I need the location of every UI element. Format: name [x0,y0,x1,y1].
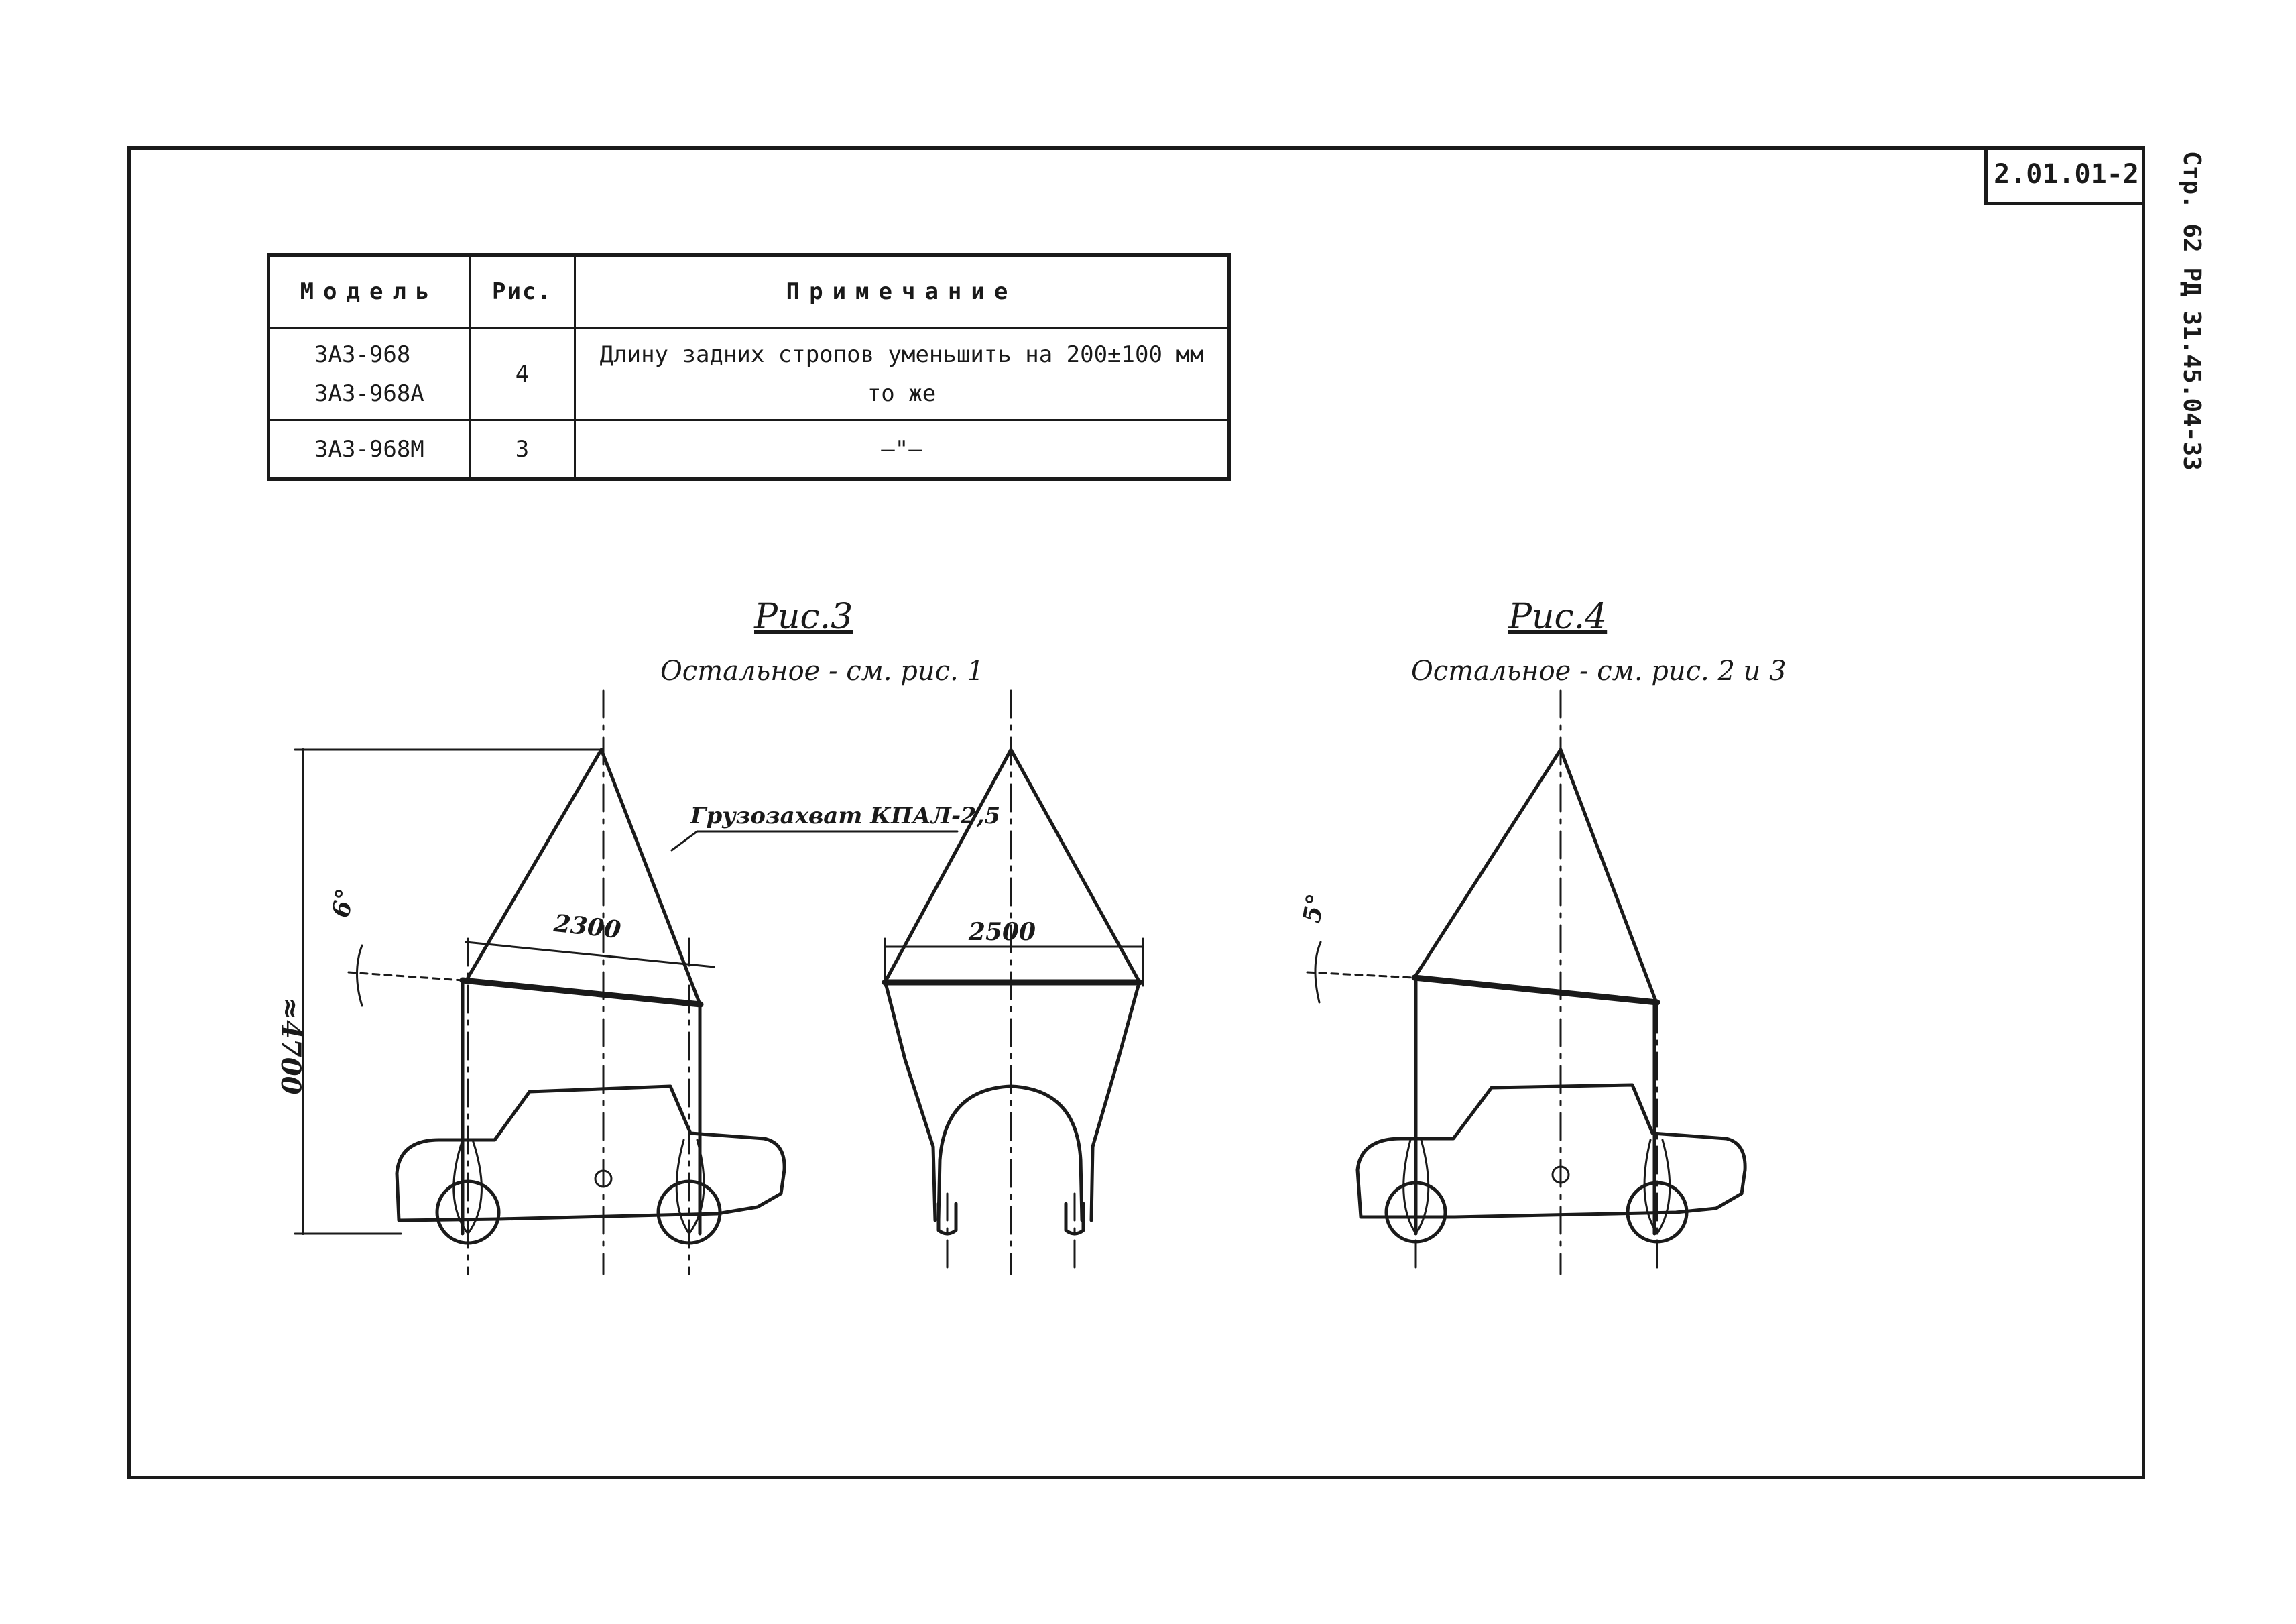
width-rear-label: 2500 [968,918,1036,946]
angle-arc [1314,941,1322,1004]
row-model-cell: ЗАЗ-968 ЗАЗ-968А [267,327,471,421]
leader-label: Грузозахват КПАЛ-2,5 [690,803,1000,829]
sling [884,984,937,1222]
wheel [1626,1181,1689,1244]
fig4-title: Рис.4 [1508,597,1608,637]
car-body [395,1084,786,1222]
sling [1089,984,1140,1222]
row-model-1: ЗАЗ-968 [314,341,411,368]
page-side-label: Стр. 62 РД 31.45.04-33 [2178,151,2206,471]
row-note-1: Длину задних стропов уменьшить на 200±10… [599,341,1204,368]
angle-ref [1306,971,1416,979]
header-fig: Рис. [469,254,576,329]
width-side-label: 2300 [552,909,622,944]
angle-label: 5° [1298,892,1331,925]
row-note-2: то же [867,380,936,407]
wheel-strap [1643,1139,1671,1235]
row-note: –"– [574,419,1230,480]
row-model-2: ЗАЗ-968А [314,380,424,407]
spreader-beam [459,977,704,1008]
row-model: ЗАЗ-968М [267,419,471,480]
car-rear [936,1084,1084,1222]
models-table: Модель Рис. Примечание ЗАЗ-968 ЗАЗ-968А … [267,253,1231,481]
wheel [1384,1181,1447,1244]
center-mark [1551,1165,1570,1184]
fig3-side-view [294,689,959,1275]
angle-arc [356,944,363,1007]
row-note-cell: Длину задних стропов уменьшить на 200±10… [574,327,1230,421]
header-model: Модель [267,254,471,329]
drawing-frame [127,146,2145,1479]
angle-ref [347,971,464,982]
fig3-rear-view [882,689,1144,1275]
table-row: ЗАЗ-968 ЗАЗ-968А 4 Длину задних стропов … [267,327,1230,421]
wheel-strap [452,1139,483,1235]
car-body [1355,1083,1747,1219]
row-fig: 3 [469,419,576,480]
table-row: ЗАЗ-968М 3 –"– [267,419,1230,480]
table-header-row: Модель Рис. Примечание [267,254,1230,329]
spreader-beam [1411,974,1660,1006]
row-fig: 4 [469,327,576,421]
fig3-title: Рис.3 [754,597,853,637]
sheet-stamp: 2.01.01-2 [1984,146,2145,205]
fig4-subtitle: Остальное - см. рис. 2 и 3 [1411,656,1787,687]
header-note: Примечание [574,254,1230,329]
leader-line [670,830,699,852]
wheel [435,1179,501,1245]
fig4-side-view [1306,689,1747,1275]
sling-triangle [883,748,1142,984]
height-dim-label: ≈4700 [275,998,306,1095]
wheel [656,1179,722,1245]
wheel-strap [1402,1139,1430,1235]
fig3-subtitle: Остальное - см. рис. 1 [660,656,984,687]
wheel-strap [675,1139,705,1235]
wheel [1064,1202,1085,1236]
angle-label: 6° [327,886,360,920]
center-mark [594,1169,613,1188]
sling-triangle [1412,748,1659,1006]
width-dimension [465,941,715,968]
wheel [936,1202,958,1236]
sling-triangle [466,748,703,1008]
